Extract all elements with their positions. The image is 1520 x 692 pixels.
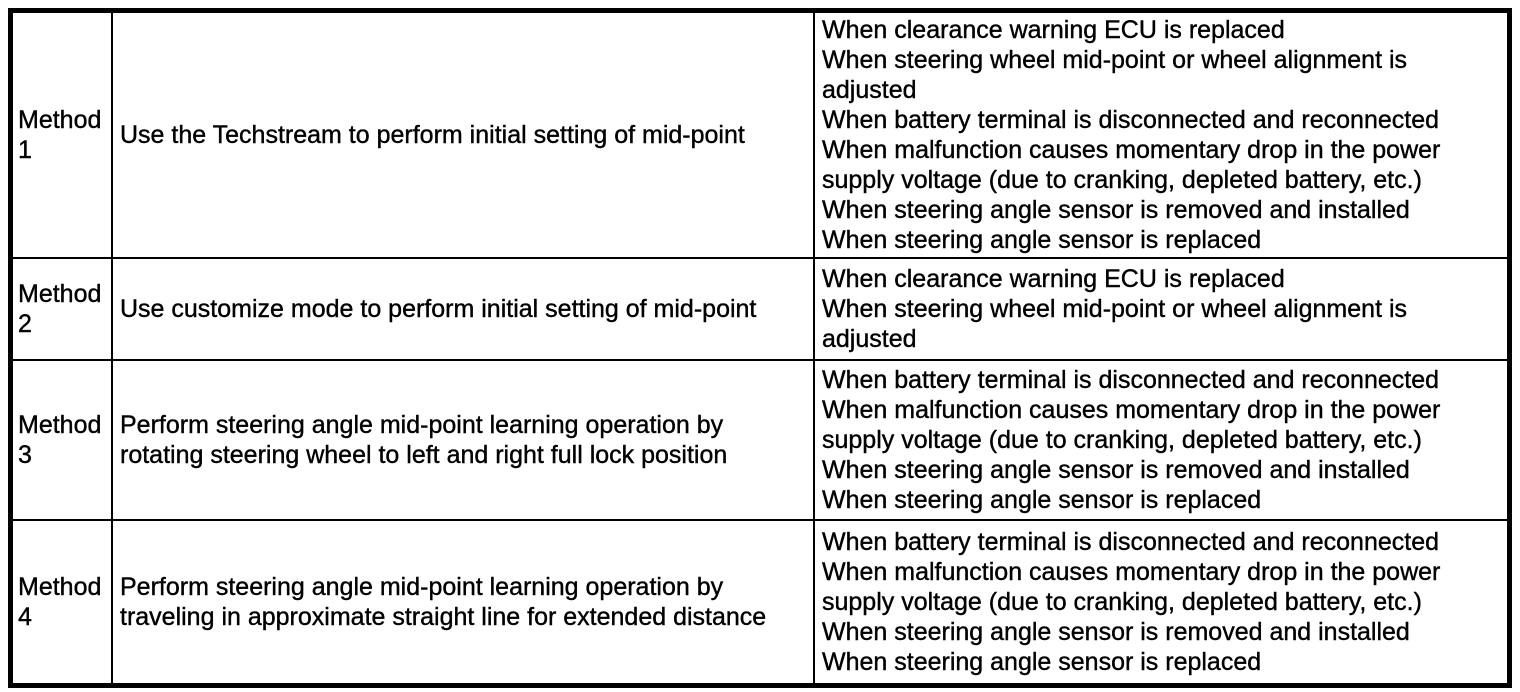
- methods-table: Method 1 Use the Techstream to perform in…: [8, 8, 1512, 688]
- method-description: Use the Techstream to perform initial se…: [120, 121, 745, 149]
- condition-item: When steering angle sensor is removed an…: [822, 196, 1410, 224]
- condition-item: When steering angle sensor is removed an…: [822, 456, 1410, 484]
- method-label: Method 3: [18, 411, 102, 469]
- condition-item: When clearance warning ECU is replaced: [822, 16, 1285, 44]
- method-description: Perform steering angle mid-point learnin…: [120, 411, 728, 469]
- condition-item: When malfunction causes momentary drop i…: [822, 396, 1441, 454]
- method-label: Method 1: [18, 106, 102, 164]
- method-cell: Method 2: [13, 259, 111, 359]
- method-cell: Method 1: [13, 13, 111, 257]
- method-description-cell: Use customize mode to perform initial se…: [113, 259, 813, 359]
- method-cell: Method 4: [13, 521, 111, 683]
- condition-item: When battery terminal is disconnected an…: [822, 528, 1440, 556]
- method-description-cell: Perform steering angle mid-point learnin…: [113, 361, 813, 519]
- method-description: Use customize mode to perform initial se…: [120, 295, 757, 323]
- method-label: Method 2: [18, 280, 102, 338]
- condition-item: When steering angle sensor is removed an…: [822, 618, 1410, 646]
- condition-item: When malfunction causes momentary drop i…: [822, 558, 1441, 616]
- condition-item: When steering angle sensor is replaced: [822, 226, 1262, 254]
- method-conditions-cell: When battery terminal is disconnected an…: [815, 361, 1507, 519]
- conditions-list: When battery terminal is disconnected an…: [822, 365, 1476, 515]
- method-description-cell: Use the Techstream to perform initial se…: [113, 13, 813, 257]
- condition-item: When steering angle sensor is replaced: [822, 486, 1262, 514]
- condition-item: When battery terminal is disconnected an…: [822, 366, 1440, 394]
- condition-item: When steering angle sensor is replaced: [822, 648, 1262, 676]
- condition-item: When steering wheel mid-point or wheel a…: [822, 46, 1408, 104]
- method-label: Method 4: [18, 573, 102, 631]
- method-description-cell: Perform steering angle mid-point learnin…: [113, 521, 813, 683]
- method-cell: Method 3: [13, 361, 111, 519]
- condition-item: When steering wheel mid-point or wheel a…: [822, 295, 1408, 353]
- conditions-list: When battery terminal is disconnected an…: [822, 527, 1476, 677]
- condition-item: When malfunction causes momentary drop i…: [822, 136, 1441, 194]
- condition-item: When clearance warning ECU is replaced: [822, 265, 1285, 293]
- condition-item: When battery terminal is disconnected an…: [822, 106, 1440, 134]
- method-description: Perform steering angle mid-point learnin…: [120, 573, 767, 631]
- method-conditions-cell: When battery terminal is disconnected an…: [815, 521, 1507, 683]
